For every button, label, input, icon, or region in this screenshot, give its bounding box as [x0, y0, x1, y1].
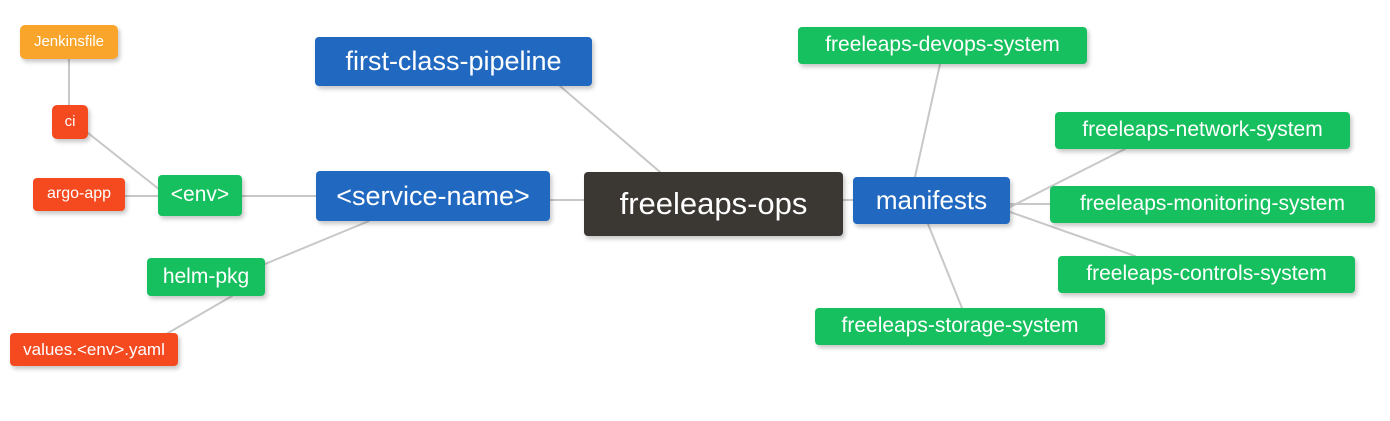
node-label: manifests [875, 184, 988, 215]
node-freeleaps-controls-system[interactable]: freeleaps-controls-system [1058, 256, 1355, 293]
node-label: values.<env>.yaml [23, 339, 165, 359]
node-jenkinsfile[interactable]: Jenkinsfile [20, 25, 118, 59]
node-freeleaps-network-system[interactable]: freeleaps-network-system [1055, 112, 1350, 149]
edge-manifests-storage [927, 223, 963, 309]
node-helm-pkg[interactable]: helm-pkg [147, 258, 265, 296]
node-label: <service-name> [336, 180, 530, 211]
node-freeleaps-storage-system[interactable]: freeleaps-storage-system [815, 308, 1105, 345]
edge-valuesyaml-helmpkg [167, 295, 233, 334]
node-label: Jenkinsfile [33, 33, 105, 51]
node-manifests[interactable]: manifests [853, 177, 1010, 224]
node-freeleaps-ops[interactable]: freeleaps-ops [584, 172, 843, 236]
node-ci[interactable]: ci [52, 105, 88, 139]
node-label: freeleaps-network-system [1082, 118, 1323, 142]
node-label: freeleaps-ops [619, 185, 808, 221]
node-env[interactable]: <env> [158, 175, 242, 216]
node-first-class-pipeline[interactable]: first-class-pipeline [315, 37, 592, 86]
node-argo-app[interactable]: argo-app [33, 178, 125, 211]
node-values-env-yaml[interactable]: values.<env>.yaml [10, 333, 178, 366]
edge-pipeline-root [559, 85, 661, 173]
node-label: ci [64, 113, 76, 131]
node-label: freeleaps-storage-system [841, 314, 1079, 338]
node-label: <env> [170, 183, 230, 207]
node-label: freeleaps-devops-system [825, 33, 1060, 57]
edge-manifests-devops [914, 63, 941, 178]
node-label: freeleaps-monitoring-system [1080, 192, 1345, 216]
node-label: freeleaps-controls-system [1086, 262, 1327, 286]
node-service-name[interactable]: <service-name> [316, 171, 550, 221]
edge-helmpkg-servicename [264, 220, 370, 265]
node-freeleaps-monitoring-system[interactable]: freeleaps-monitoring-system [1050, 186, 1375, 223]
node-label: first-class-pipeline [345, 46, 562, 77]
node-label: argo-app [46, 185, 112, 203]
node-label: helm-pkg [162, 264, 250, 288]
node-freeleaps-devops-system[interactable]: freeleaps-devops-system [798, 27, 1087, 64]
